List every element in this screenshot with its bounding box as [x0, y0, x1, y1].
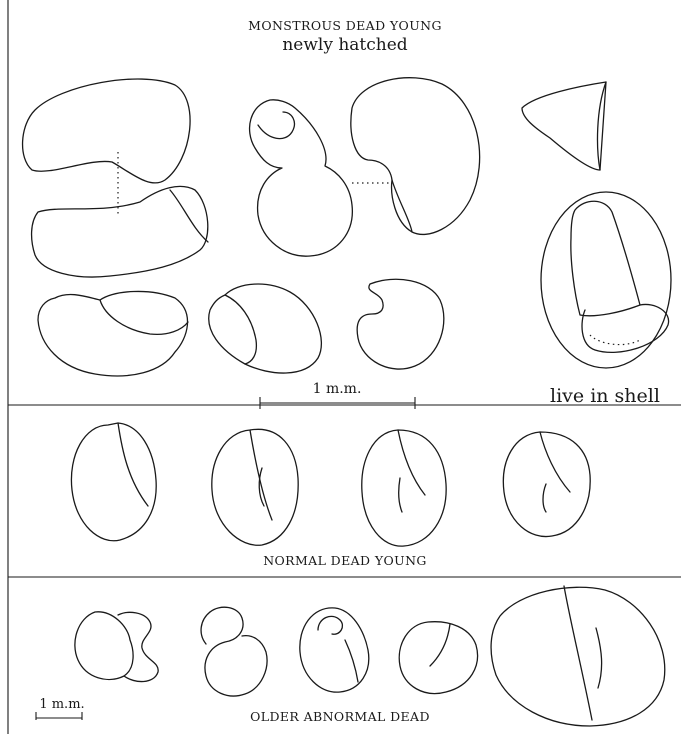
- top-panel-heading: MONSTROUS DEAD YOUNG: [248, 18, 442, 33]
- middle-panel-heading: NORMAL DEAD YOUNG: [263, 553, 427, 568]
- older-shell-5: [491, 586, 665, 726]
- monstrous-shell-3: [250, 100, 353, 256]
- normal-shell-4: [503, 432, 590, 537]
- older-shell-2: [201, 607, 267, 696]
- live-in-shell: [541, 192, 671, 368]
- monstrous-shell-1: [23, 79, 191, 183]
- bottom-panel-heading: OLDER ABNORMAL DEAD: [250, 709, 430, 724]
- monstrous-shell-8: [357, 279, 444, 369]
- older-shell-1: [75, 612, 158, 682]
- monstrous-shell-6: [38, 291, 188, 376]
- normal-shell-2: [212, 429, 298, 545]
- normal-shell-1: [71, 423, 156, 541]
- scale-bar-top-label: 1 m.m.: [313, 381, 362, 397]
- monstrous-shell-7: [209, 284, 322, 373]
- scale-bar-bottom: [36, 712, 82, 720]
- older-shell-3: [300, 608, 369, 692]
- monstrous-shell-2: [32, 186, 208, 277]
- top-panel-subheading: newly hatched: [282, 35, 407, 55]
- scale-bar-bottom-label: 1 m.m.: [39, 697, 84, 712]
- live-in-shell-caption: live in shell: [550, 385, 660, 407]
- scale-bar-top: [260, 397, 415, 409]
- normal-shell-3: [362, 430, 446, 546]
- monstrous-shell-4: [351, 78, 480, 235]
- monstrous-shell-5: [522, 82, 606, 170]
- older-shell-4: [399, 622, 477, 694]
